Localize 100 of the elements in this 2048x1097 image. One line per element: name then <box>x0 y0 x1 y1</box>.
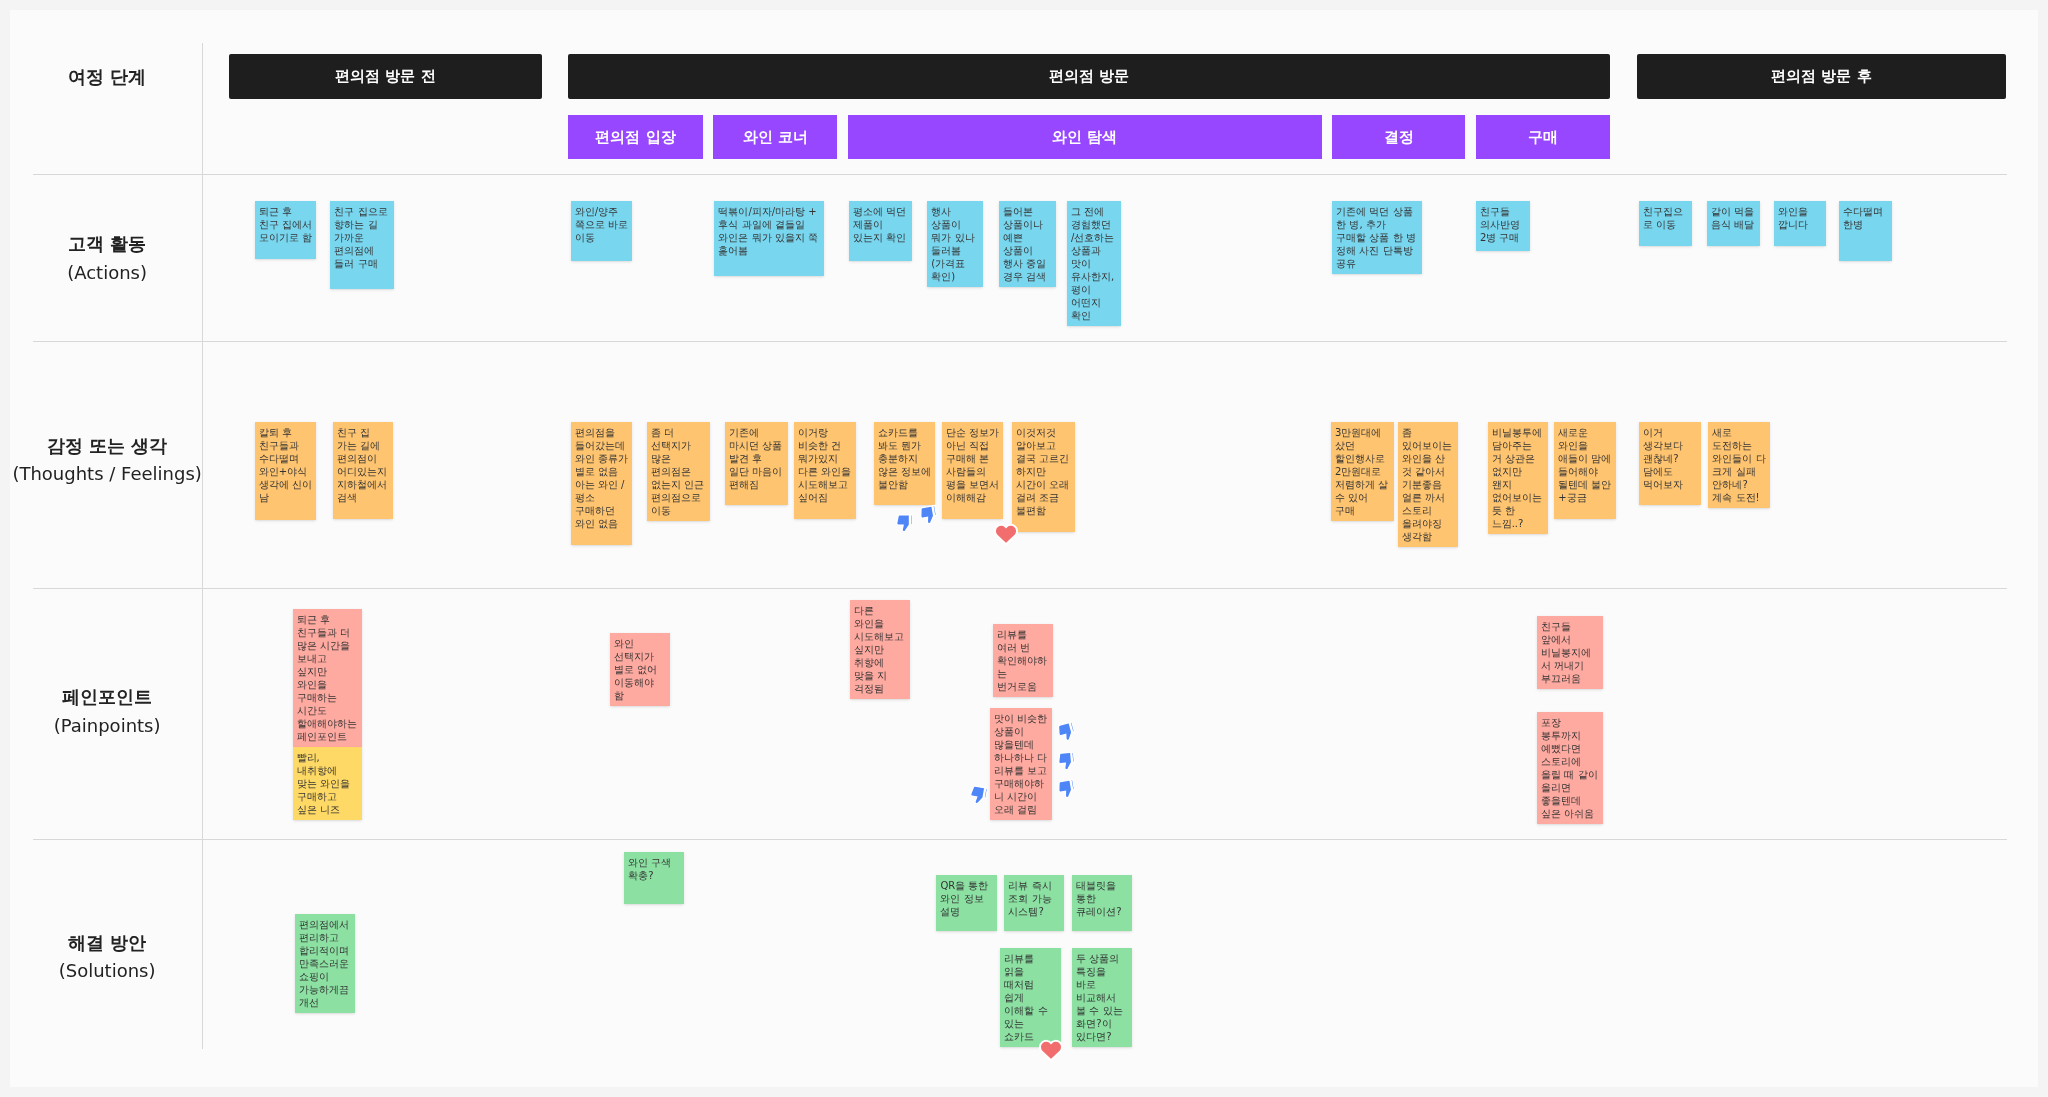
row-heading: (Actions) <box>67 260 147 285</box>
note-text: 퇴근 후 친구 집에서 모이기로 함 <box>258 205 313 245</box>
note-text: 단순 정보가 아닌 직접 구매해 본 사람들의 평을 보면서 이해해감 <box>945 425 1000 504</box>
sticky-note <box>714 201 825 276</box>
note-text: 행사 상품이 뭐가 있나 둘러봄 (가격표 확인) <box>931 205 976 284</box>
stage-title: 와인 코너 <box>742 126 808 148</box>
row-heading: 여정 단계 <box>67 64 147 89</box>
note-text: 두 상품의 특징을 바로 비교해서 볼 수 있는 화면?이 있다면? <box>1076 952 1124 1044</box>
note-text: QR을 통한 와인 정보 설명 <box>940 879 990 919</box>
sticky-note <box>1332 201 1423 275</box>
sticky-note <box>1639 421 1701 506</box>
sticky-note <box>333 421 394 519</box>
sticky-note <box>1475 201 1530 251</box>
note-text: 빨리, 내취향에 맞는 와인을 구매하고 싶은 니즈 <box>296 751 351 817</box>
stage-bar <box>568 53 1611 100</box>
note-text: 친구들 의사반영 2병 구매 <box>1479 205 1521 245</box>
sticky-note <box>609 633 671 707</box>
note-text: 이거랑 비슷한 건 뭐가있지 다른 와인을 시도해보고 싶어짐 <box>798 425 852 504</box>
sticky-note <box>570 421 633 545</box>
note-text: 친구집으로 이동 <box>1643 205 1685 232</box>
sticky-note <box>873 421 936 506</box>
row-heading: 페인포인트 <box>62 685 153 710</box>
row-heading: 감정 또는 생각 <box>46 434 168 459</box>
stage-title: 편의점 입장 <box>595 126 676 148</box>
sticky-note <box>927 201 983 288</box>
note-text: 편의점을 들어갔는데 와인 종류가 별로 없음 아는 와인 / 평소 구매하던 와인 없음 <box>574 425 629 530</box>
step-bar <box>1475 114 1611 160</box>
note-text: 와인을 깝니다 <box>1777 205 1809 232</box>
sticky-note <box>254 421 317 520</box>
note-text: 다른 와인을 시도해보고 싶지만 취향에 맞을 지 걱정됨 <box>854 603 906 695</box>
note-text: 새로 도전하는 와인들이 다 크게 실패 안하네? 계속 도전! <box>1712 425 1766 504</box>
stage-bar <box>1636 53 2007 100</box>
step-bar <box>713 114 838 160</box>
note-text: 이거 생각보다 괜찮네? 담에도 먹어보자 <box>1643 425 1685 491</box>
sticky-note <box>794 421 856 519</box>
note-text: 수다떨며 한병 <box>1843 205 1884 232</box>
stage-title: 결정 <box>1383 126 1414 148</box>
note-text: 포장 봉투까지 예뻤다면 스토리에 올릴 때 같이 올리면 좋을텐데 싶은 아쉬움 <box>1541 715 1599 820</box>
stage-title: 편의점 방문 전 <box>335 66 436 88</box>
sticky-note <box>941 421 1004 519</box>
sticky-note <box>1072 875 1133 932</box>
note-text: 와인 구색 확충? <box>628 855 673 882</box>
sticky-note <box>1067 201 1122 327</box>
stage-title: 와인 탐색 <box>1052 126 1118 148</box>
sticky-note <box>570 201 633 262</box>
note-text: 맛이 비슷한 상품이 많을텐데 하나하나 다 리뷰를 보고 구매해야하니 시간이 오래 걸림 <box>994 711 1048 816</box>
sticky-note <box>936 875 997 932</box>
note-text: 쇼카드를 봐도 뭔가 충분하지 않은 정보에 불안함 <box>877 425 932 491</box>
note-text: 친구 집 가는 길에 편의점이 어디있는지 지하철에서 검색 <box>337 425 389 504</box>
note-text: 와인/양주 쪽으로 바로 이동 <box>574 205 629 245</box>
row-heading: (Thoughts / Feelings) <box>12 461 202 486</box>
note-text: 친구들 앞에서 비닐봉지에서 꺼내기 부끄러움 <box>1541 620 1593 686</box>
sticky-note <box>254 201 317 259</box>
stage-title: 편의점 방문 <box>1049 66 1130 88</box>
note-text: 평소에 먹던 제품이 있는지 확인 <box>852 205 908 245</box>
note-text: 태블릿을 통한 큐레이션? <box>1076 879 1123 919</box>
sticky-note <box>292 747 362 821</box>
sticky-note <box>1000 948 1061 1048</box>
note-text: 비닐봉투에 담아주는 거 상관은 없지만 왠지 없어보이는 듯 한 느낌..? <box>1491 425 1543 530</box>
sticky-note <box>999 201 1057 288</box>
sticky-note <box>1839 201 1892 262</box>
note-text: 좀 있어보이는 와인을 산 것 같아서 기분좋음 얼른 까서 스토리 올려야징 생각함 <box>1401 425 1453 543</box>
note-text: 기존에 먹던 상품 한 병, 추가 구매할 상품 한 병 정해 사진 단톡방 공유 <box>1336 205 1417 271</box>
note-text: 친구 집으로 향하는 길 가까운 편의점에 들러 구매 <box>334 205 389 271</box>
note-text: 같이 먹을 음식 배달 <box>1711 205 1756 232</box>
sticky-note <box>1554 421 1616 519</box>
sticky-note <box>1639 201 1692 246</box>
row-heading: 고객 활동 <box>67 231 147 256</box>
row-heading: (Painpoints) <box>53 713 161 738</box>
sticky-note <box>1707 201 1760 246</box>
step-bar <box>568 114 703 160</box>
note-text: 들어본 상품이나 예쁜 상품이 행사 중일 경우 검색 <box>1003 205 1048 284</box>
note-text: 칼퇴 후 친구들과 수다떨며 와인+야식 생각에 신이 남 <box>258 425 313 504</box>
note-text: 편의점에서 편리하고 합리적이며 만족스러운 쇼핑이 가능하게끔 개선 <box>299 918 351 1010</box>
stage-title: 구매 <box>1528 126 1559 148</box>
sticky-note <box>848 201 913 262</box>
row-heading: 해결 방안 <box>67 930 147 955</box>
sticky-note <box>1012 421 1076 532</box>
note-text: 리뷰 즉시 조회 가능 시스템? <box>1008 879 1053 919</box>
step-bar <box>847 114 1322 160</box>
note-text: 새로운 와인을 애들이 맘에 들어해야 될텐데 불안+궁금 <box>1558 425 1612 504</box>
note-text: 좀 더 선택지가 많은 편의점은 없는지 인근 편의점으로 이동 <box>650 425 705 517</box>
step-bar <box>1332 114 1466 160</box>
sticky-note <box>1537 616 1604 690</box>
note-text: 그 전에 경험했던 /선호하는 상품과 맛이 유사한지, 평이 어떤지 확인 <box>1071 205 1116 323</box>
row-heading: (Solutions) <box>58 959 156 984</box>
note-text: 기존에 마시던 상품 발견 후 일단 마음이 편해짐 <box>728 425 784 491</box>
sticky-note <box>1004 875 1065 932</box>
note-text: 리뷰를 읽을 때처럼 쉽게 이해할 수 있는 쇼카드 <box>1004 952 1049 1044</box>
sticky-note <box>624 851 685 904</box>
sticky-note <box>330 201 394 289</box>
stage-bar <box>228 53 543 100</box>
sticky-note <box>1072 948 1133 1048</box>
sticky-note <box>724 421 788 506</box>
note-text: 이것저것 알아보고 결국 고르긴 하지만 시간이 오래 걸려 조금 불편함 <box>1016 425 1071 517</box>
stage-title: 편의점 방문 후 <box>1771 66 1872 88</box>
note-text: 와인 선택지가 별로 없어 이동해야 함 <box>613 637 659 703</box>
note-text: 리뷰를 여러 번 확인해야하는 번거로움 <box>996 628 1048 694</box>
note-text: 3만원대에 샀던 할인행사로 2만원대로 저렴하게 살 수 있어 구매 <box>1334 425 1390 517</box>
sticky-note <box>1773 201 1827 246</box>
